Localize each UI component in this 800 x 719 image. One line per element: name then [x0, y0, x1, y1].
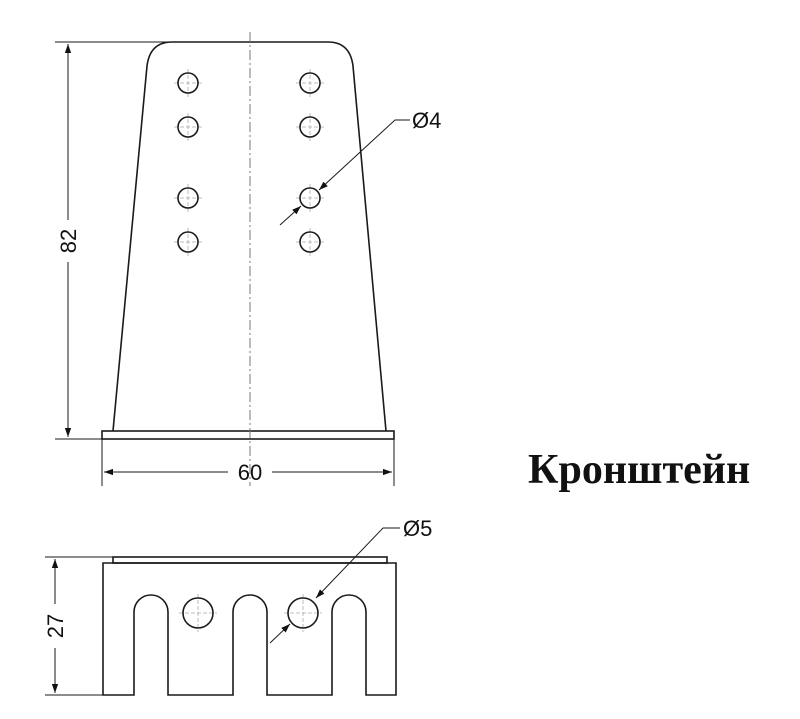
hole: [182, 597, 214, 629]
dim-27-label: 27: [43, 614, 68, 638]
holes-group: [174, 69, 324, 256]
leader-line: [269, 623, 291, 644]
dim-d5-label: Ø5: [403, 516, 432, 541]
base-plate: [101, 430, 395, 440]
hole: [299, 187, 321, 209]
hole: [299, 72, 321, 94]
leader-line: [279, 205, 302, 226]
top-view: 82 60 Ø4: [55, 32, 441, 486]
hole: [299, 116, 321, 138]
hole: [177, 116, 199, 138]
leader-line: [318, 119, 410, 191]
dim-d4-label: Ø4: [412, 108, 441, 133]
body-outline: [102, 562, 397, 696]
top-plate: [112, 556, 388, 564]
hole: [299, 231, 321, 253]
dim-82-label: 82: [56, 229, 81, 253]
front-view: 27 Ø5: [43, 516, 432, 696]
hole: [177, 231, 199, 253]
hole: [177, 187, 199, 209]
holes-group: [179, 594, 322, 632]
leader-line: [315, 527, 400, 599]
hole: [177, 72, 199, 94]
drawing-title: Кронштейн: [528, 447, 751, 493]
hole: [287, 597, 319, 629]
dim-60-label: 60: [238, 460, 262, 485]
